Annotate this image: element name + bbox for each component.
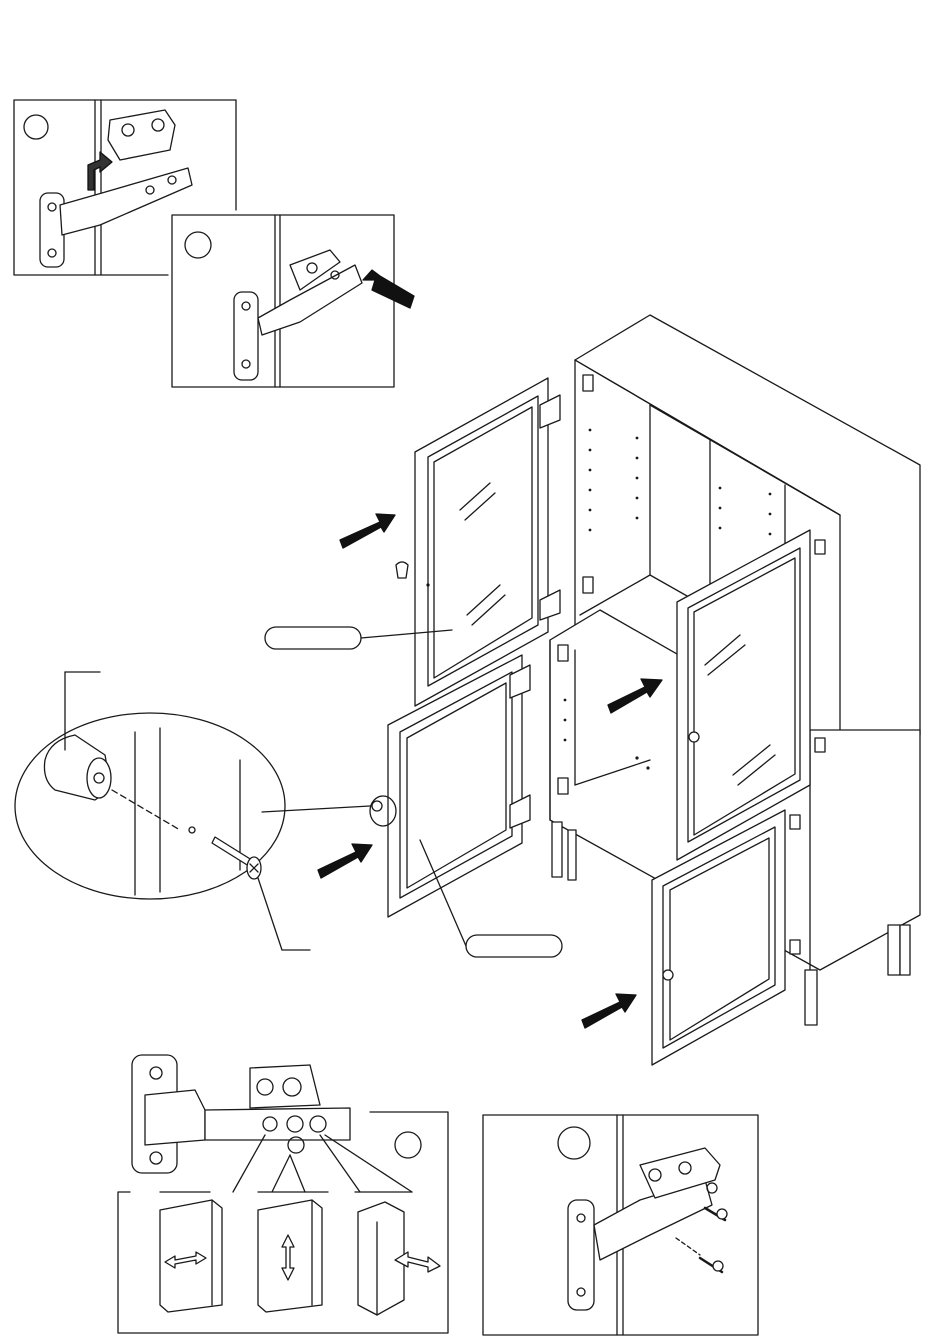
- door-lower-left: [370, 655, 530, 917]
- inset-hinge-adjust: [118, 1055, 448, 1333]
- inset-hinge-press: [172, 215, 414, 387]
- push-arrow-icon: [340, 514, 395, 548]
- push-arrow-icon: [582, 994, 636, 1028]
- label-pill-lower: [466, 935, 562, 957]
- step-number-circle-b: [185, 232, 211, 258]
- push-arrow-icon: [318, 844, 372, 878]
- step-number-circle-d: [558, 1127, 590, 1159]
- inset-hinge-screws: [483, 1115, 758, 1335]
- door-upper-left: [396, 378, 560, 706]
- knob-detail: [15, 672, 370, 950]
- clip-arrow-icon: [88, 152, 112, 190]
- label-pill-upper: [265, 627, 361, 649]
- step-number-circle-a: [24, 115, 48, 139]
- knob-loose: [396, 562, 408, 578]
- step-number-circle-c: [395, 1132, 421, 1158]
